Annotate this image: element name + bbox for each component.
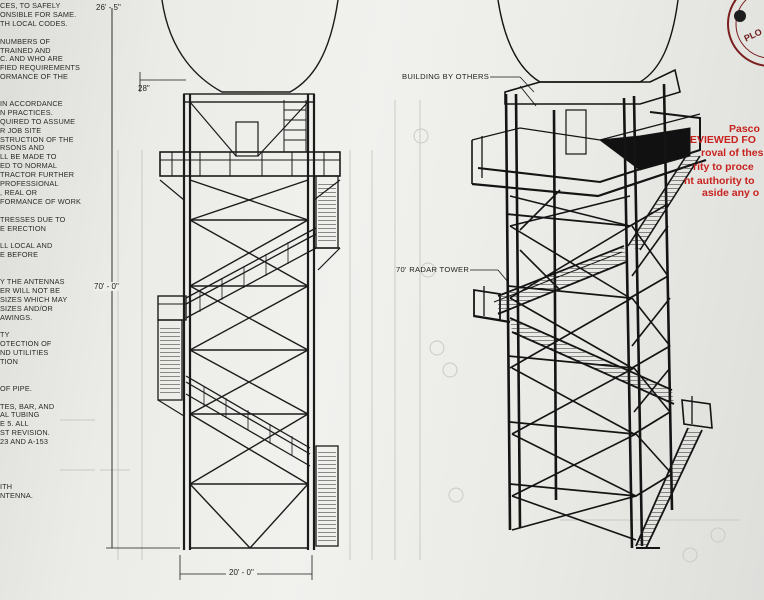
left-radome — [161, 0, 339, 93]
dimension-offset: 28" — [138, 84, 150, 93]
note-line: CES, TO SAFELY — [0, 1, 61, 10]
note-line: SIZES AND/OR — [0, 303, 53, 313]
note-line: NUMBERS OF — [0, 36, 51, 46]
dimension-height: 70' - 0" — [94, 282, 119, 291]
note-line: TY — [0, 330, 10, 340]
note-line: TION — [0, 357, 19, 366]
note-line: STRUCTION OF THE — [0, 134, 74, 144]
left-x-bracing — [189, 179, 309, 549]
stamp-line: nt authority to — [684, 175, 755, 187]
callout-tower: 70' RADAR TOWER — [396, 265, 470, 274]
note-line: TH LOCAL CODES. — [0, 18, 68, 28]
stamp-line: Pasco — [729, 123, 760, 135]
note-line: ER WILL NOT BE — [0, 285, 61, 295]
stamp-line: rity to proce — [693, 161, 754, 173]
note-line: LL BE MADE TO — [0, 152, 57, 162]
dimension-width: 20' - 0" — [226, 568, 257, 577]
note-line: TES, BAR, AND — [0, 401, 55, 411]
note-line: LL LOCAL AND — [0, 241, 53, 251]
note-line: ITH — [0, 481, 13, 491]
note-line: IN ACCORDANCE — [0, 98, 63, 108]
note-line: SIZES WHICH MAY — [0, 294, 68, 304]
note-line: Y THE ANTENNAS — [0, 276, 65, 286]
note-line: OTECTION OF — [0, 339, 52, 349]
left-tower-legs — [182, 94, 316, 550]
note-line: AWINGS. — [0, 312, 33, 322]
note-line: R JOB SITE — [0, 125, 42, 135]
approval-seal — [727, 0, 764, 67]
note-line: NTENNA. — [0, 490, 34, 500]
note-line: RSONS AND — [0, 143, 45, 153]
left-elevation — [106, 0, 341, 580]
note-line: FORMANCE OF WORK — [0, 196, 82, 206]
note-line: N PRACTICES. — [0, 107, 53, 117]
callout-building: BUILDING BY OTHERS — [402, 72, 490, 81]
note-line: E BEFORE — [0, 250, 39, 260]
note-line: ORMANCE OF THE — [0, 72, 69, 82]
stamp-line: roval of thes — [701, 147, 764, 159]
note-line: E ERECTION — [0, 223, 47, 233]
note-line: ST REVISION. — [0, 428, 50, 438]
note-line: TRAINED AND — [0, 45, 51, 55]
note-line: 23 AND A-153 — [0, 437, 49, 447]
note-line: E 5. ALL — [0, 419, 29, 429]
note-line: , REAL OR — [0, 187, 38, 197]
stamp-line: EVIEWED FO — [690, 134, 756, 146]
note-line: QUIRED TO ASSUME — [0, 116, 76, 126]
note-line: PROFESSIONAL — [0, 179, 59, 188]
note-line: FIED REQUIREMENTS — [0, 63, 80, 73]
note-line: ND UTILITIES — [0, 348, 49, 358]
right-tower-legs — [504, 83, 674, 549]
note-line: OF PIPE. — [0, 383, 33, 393]
note-line: AL TUBING — [0, 410, 40, 420]
right-radome — [497, 0, 679, 83]
right-isometric-view — [470, 0, 713, 549]
note-line: ONSIBLE FOR SAME. — [0, 9, 77, 19]
note-line: ED TO NORMAL — [0, 161, 58, 171]
note-line: TRESSES DUE TO — [0, 214, 66, 224]
stamp-line: aside any o — [702, 187, 760, 199]
note-line: C. AND WHO ARE — [0, 54, 63, 64]
dimension-top: 26' - 5" — [96, 3, 121, 12]
note-line: TRACTOR FURTHER — [0, 170, 75, 180]
